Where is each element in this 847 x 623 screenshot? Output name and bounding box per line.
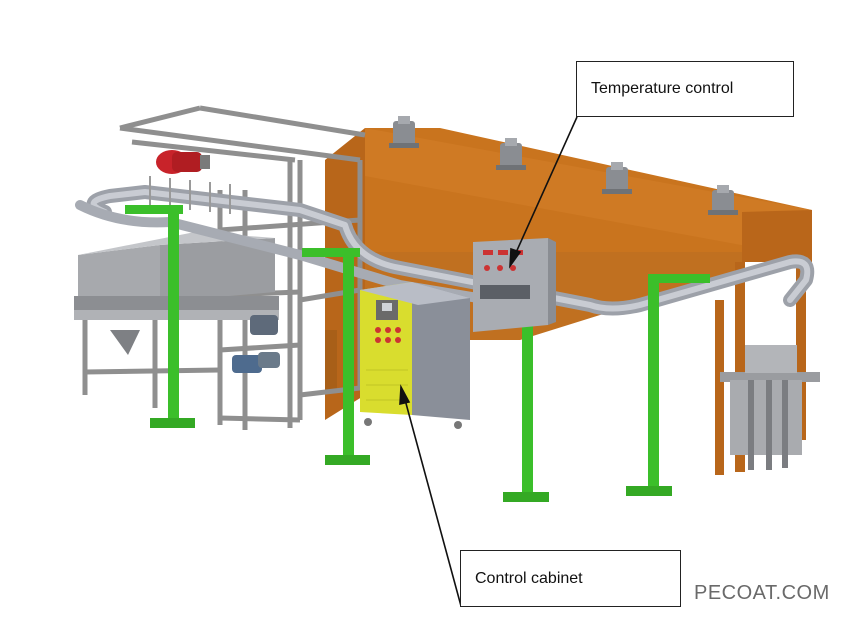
- hanging-rack: [720, 345, 820, 470]
- watermark: PECOAT.COM: [694, 582, 830, 604]
- arrow-control-cabinet: [403, 395, 462, 607]
- arrow-temperature-control: [513, 116, 578, 258]
- leader-arrows: [399, 116, 578, 607]
- temperature-control-box: [473, 238, 556, 332]
- temperature-control-label: Temperature control: [591, 80, 734, 97]
- pump-units: [232, 315, 280, 373]
- oven-fan-2: [496, 138, 526, 170]
- control-cabinet-label: Control cabinet: [475, 569, 583, 587]
- oven-fan-1: [389, 116, 419, 148]
- arrowhead-control-cabinet: [399, 384, 411, 406]
- control-cabinet-callout: Control cabinet: [460, 550, 681, 607]
- hanger-hooks: [149, 176, 231, 214]
- temperature-control-callout: Temperature control: [576, 61, 794, 117]
- control-cabinet: [360, 282, 470, 429]
- oven-fan-3: [602, 162, 632, 194]
- overhead-conveyor-rail: [75, 185, 815, 316]
- drive-motor: [156, 150, 210, 174]
- oven-fan-4: [708, 185, 738, 215]
- arrowhead-temperature-control: [509, 247, 522, 269]
